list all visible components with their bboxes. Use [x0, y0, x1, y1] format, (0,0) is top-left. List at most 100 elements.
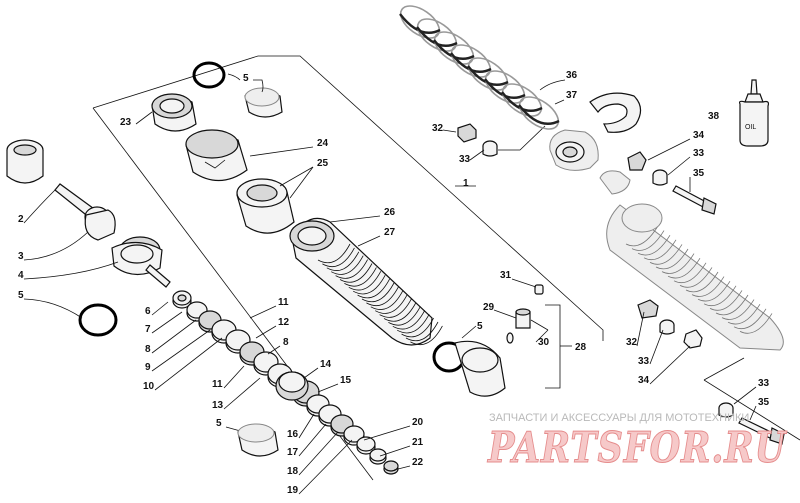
callout-c38: 38: [708, 111, 720, 122]
body-rib: [727, 303, 761, 325]
watermark-brand: PARTSFOR.RU: [487, 423, 787, 472]
reservoir-body: [289, 217, 506, 397]
body-rib: [661, 253, 695, 274]
callout-c27: 27: [384, 227, 396, 238]
callout-c25: 25: [317, 158, 329, 169]
callout-c33c: 33: [638, 356, 650, 367]
spring-coil-back: [433, 31, 475, 65]
body-rib: [715, 294, 749, 316]
callout-c24: 24: [317, 138, 329, 149]
mount-hardware-top: [457, 123, 717, 215]
reservoir-rib: [339, 263, 373, 283]
body-rib: [685, 271, 719, 293]
callout-c18: 18: [287, 466, 299, 477]
callout-c14: 14: [320, 359, 332, 370]
valve-disc: [383, 460, 399, 472]
group-bracket-right: [498, 125, 800, 441]
body-rib: [733, 308, 767, 330]
callout-c36: 36: [566, 70, 578, 81]
callout-c22: 22: [412, 457, 424, 468]
body-rib: [667, 257, 701, 279]
callout-c1: 1: [463, 178, 469, 189]
body-rib: [739, 313, 773, 334]
callout-c13: 13: [212, 400, 224, 411]
coil-spring: [399, 5, 560, 130]
spring-retainer: [589, 92, 642, 133]
piston-face: [278, 371, 306, 393]
body-rib: [703, 285, 737, 307]
body-rib: [637, 234, 671, 256]
callout-c30: 30: [538, 337, 550, 348]
reservoir-rib: [388, 306, 421, 326]
seal-head-parts: [151, 61, 295, 234]
body-rib: [625, 225, 659, 247]
callout-c37: 37: [566, 90, 578, 101]
leader-lines: [23, 73, 757, 495]
callout-c23: 23: [120, 117, 132, 128]
lower-seal-ring: [237, 423, 279, 457]
callout-c8b: 8: [283, 337, 289, 348]
callout-c3: 3: [18, 251, 24, 262]
reservoir-rib: [370, 290, 404, 310]
callout-c5d: 5: [216, 418, 222, 429]
callout-c15: 15: [340, 375, 352, 386]
spring-coil-back: [484, 70, 526, 104]
callout-c32b: 32: [626, 337, 638, 348]
reservoir-rib: [335, 259, 368, 279]
callout-c6: 6: [145, 306, 151, 317]
callout-c35b: 35: [758, 397, 770, 408]
reservoir-rib: [344, 267, 377, 287]
body-rib: [631, 230, 665, 251]
reservoir-rib: [401, 317, 434, 338]
body-rib: [655, 248, 689, 270]
spring-coil: [518, 104, 560, 125]
callout-labels: 1234555567889101111121314151617181920212…: [18, 70, 770, 496]
callout-c7: 7: [145, 324, 151, 335]
oil-bottle: OIL: [738, 79, 770, 147]
callout-c9: 9: [145, 362, 151, 373]
main-shock-body: [549, 129, 784, 351]
callout-c35a: 35: [693, 168, 705, 179]
reservoir-rib: [366, 286, 399, 307]
callout-c2: 2: [18, 214, 24, 225]
callout-c29: 29: [483, 302, 495, 313]
callout-c34b: 34: [638, 375, 650, 386]
reservoir-rib: [361, 282, 395, 303]
reservoir-rib: [326, 251, 360, 271]
watermark-caption: ЗАПЧАСТИ И АКСЕССУАРЫ ДЛЯ МОТОТЕХНИКИ: [489, 412, 749, 424]
callout-c11a: 11: [278, 297, 289, 308]
callout-c31: 31: [500, 270, 512, 281]
mount-hardware-bottom: [637, 299, 785, 445]
body-rib: [679, 267, 713, 288]
washer-hole: [177, 294, 187, 302]
callout-c11b: 11: [212, 379, 223, 390]
callout-c33b: 33: [693, 148, 705, 159]
callout-c5c: 5: [477, 321, 483, 332]
callout-c4: 4: [18, 270, 24, 281]
body-rib: [643, 239, 677, 261]
reservoir-rib: [379, 298, 412, 318]
reservoir-rib: [357, 278, 390, 299]
spring-coil-back: [518, 96, 560, 130]
valve-disc: [369, 448, 387, 462]
spring-coil-back: [467, 57, 509, 91]
reservoir-rib: [353, 275, 386, 295]
callout-c28: 28: [575, 342, 587, 353]
callout-c5a: 5: [18, 290, 24, 301]
callout-c33d: 33: [758, 378, 770, 389]
valve-disc: [343, 425, 365, 443]
valve-disc: [356, 436, 376, 452]
group-bracket-28: [545, 304, 572, 389]
spring-coil-back: [399, 5, 441, 39]
callout-c33a: 33: [459, 154, 471, 165]
reservoir-rib: [331, 255, 364, 275]
callout-c5b: 5: [243, 73, 249, 84]
reservoir-rib: [392, 310, 426, 330]
callout-c8a: 8: [145, 344, 151, 355]
reservoir-rib: [375, 294, 408, 314]
body-rib: [697, 280, 731, 302]
oil-bottle-label: OIL: [745, 124, 756, 131]
callout-c26: 26: [384, 207, 396, 218]
rod-assembly-left: [6, 139, 171, 337]
